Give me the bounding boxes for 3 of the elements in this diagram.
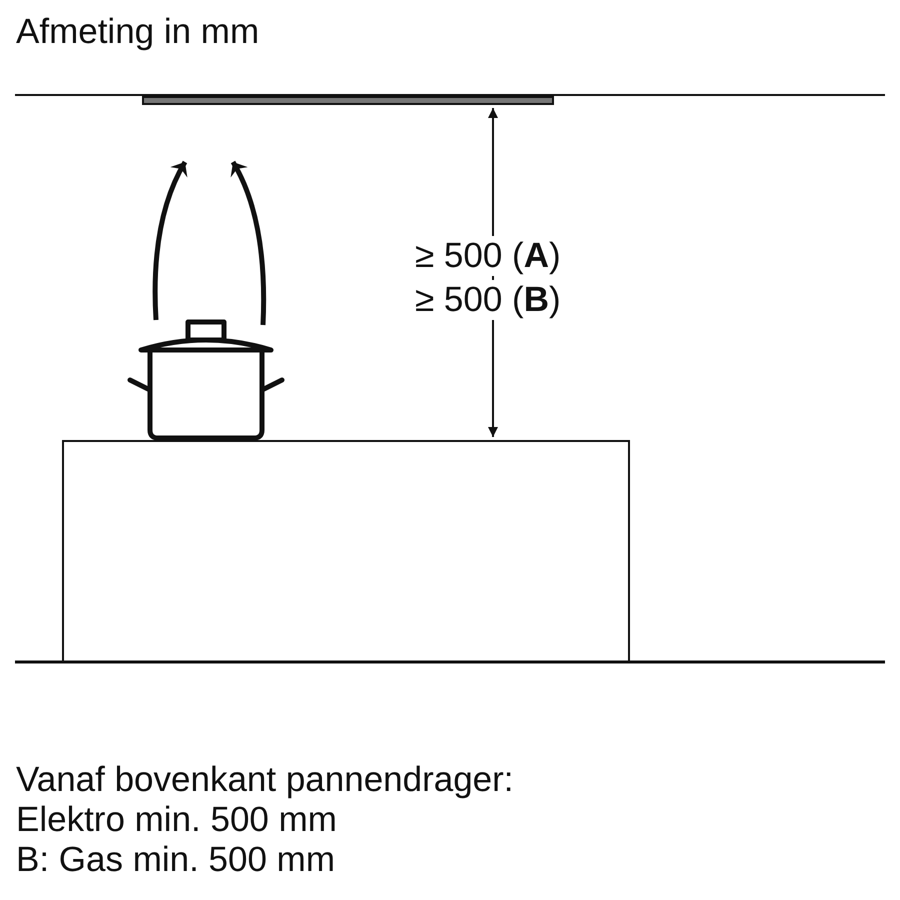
dimension-label: ≥ 500 (B) [415, 280, 561, 320]
cooktop-counter [62, 440, 630, 663]
dimension-label: ≥ 500 (A) [415, 236, 561, 276]
